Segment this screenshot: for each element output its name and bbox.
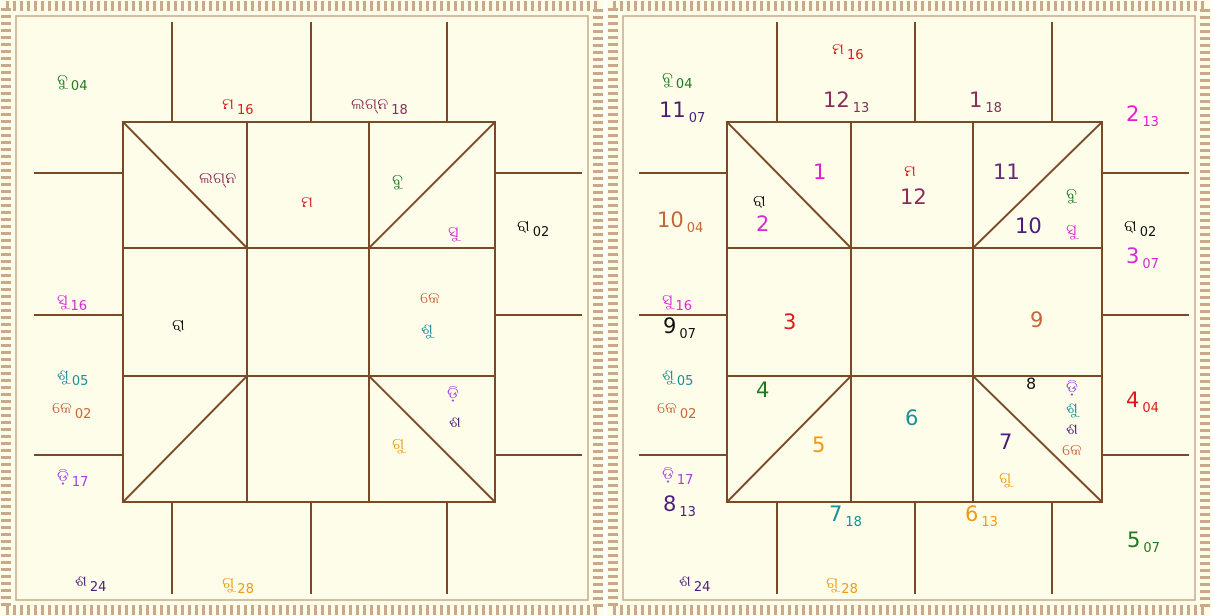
- ma-inner-label: ମ: [904, 163, 916, 179]
- bu-inner-label: ବୁ: [1066, 186, 1077, 202]
- right-chart-grid: [607, 0, 1211, 616]
- house-9-inner-label: 9: [1030, 310, 1043, 331]
- house-4-inner-label: 4: [756, 380, 769, 401]
- house-10-inner-label: 10: [1015, 216, 1042, 237]
- sha-inner-label: ଶ: [449, 414, 461, 430]
- su-outer-label: ସୁ16: [57, 292, 87, 313]
- vakri-outer-label: ଡ଼ି17: [662, 466, 693, 487]
- vakri-outer-label: ଡ଼ି17: [57, 468, 88, 489]
- house-11-inner-label: 11: [993, 162, 1020, 183]
- ke-inner-label: କେ: [1062, 442, 1082, 458]
- gu-outer-label: ଗୁ28: [826, 575, 858, 596]
- shu-inner-label: ଶୁ: [421, 321, 433, 337]
- house-12-inner-label: 12: [900, 187, 927, 208]
- ra-outer-label: ରା02: [1124, 218, 1156, 239]
- gu-inner-label: ଗୁ: [392, 436, 404, 452]
- su-inner-label: ସୁ: [448, 224, 458, 240]
- su-outer-label: ସୁ16: [662, 292, 692, 313]
- ra-inner-label: ରା: [172, 317, 185, 333]
- vakri-inner-label: ଡ଼ି: [1066, 379, 1078, 395]
- ke-inner-label: କେ: [420, 290, 440, 306]
- ornamental-border: [613, 6, 1205, 610]
- bu-outer-label: ବୁ04: [662, 70, 692, 91]
- house-6-inner-label: 6: [905, 408, 918, 429]
- vakri-inner-label: ଡ଼ି: [447, 385, 459, 401]
- ra-outer-label: ରା02: [517, 218, 549, 239]
- house-3-inner-label: 3: [783, 312, 796, 333]
- su-inner-label: ସୁ: [1066, 222, 1076, 238]
- inner-border: [16, 16, 588, 600]
- lagna-inner-label: ଲଗ୍ନ: [199, 170, 236, 186]
- house-1-inner-label: 1: [813, 162, 826, 183]
- bu-outer-label: ବୁ04: [57, 72, 87, 93]
- ra-inner-label: ରା: [753, 193, 766, 209]
- ma-inner-label: ମ: [301, 194, 313, 210]
- ke-outer-label: କେ02: [657, 400, 696, 421]
- house-8-inner-label: 8: [1026, 376, 1036, 392]
- inner-border: [623, 16, 1195, 600]
- house-7-inner-label: 7: [999, 432, 1012, 453]
- shu-inner-label: ଶୁ: [1066, 400, 1078, 416]
- gu-inner-label: ଗୁ: [999, 470, 1011, 486]
- shu-outer-label: ଶୁ05: [57, 367, 88, 388]
- house-5-inner-label: 5: [812, 435, 825, 456]
- ornamental-border: [6, 6, 598, 610]
- shu-outer-label: ଶୁ05: [662, 367, 693, 388]
- left-chart-grid: [0, 0, 604, 616]
- house-2-inner-label: 2: [756, 214, 769, 235]
- bu-inner-label: ବୁ: [392, 172, 403, 188]
- sha-inner-label: ଶ: [1066, 421, 1078, 437]
- gu-outer-label: ଗୁ28: [222, 575, 254, 596]
- ke-outer-label: କେ02: [52, 400, 91, 421]
